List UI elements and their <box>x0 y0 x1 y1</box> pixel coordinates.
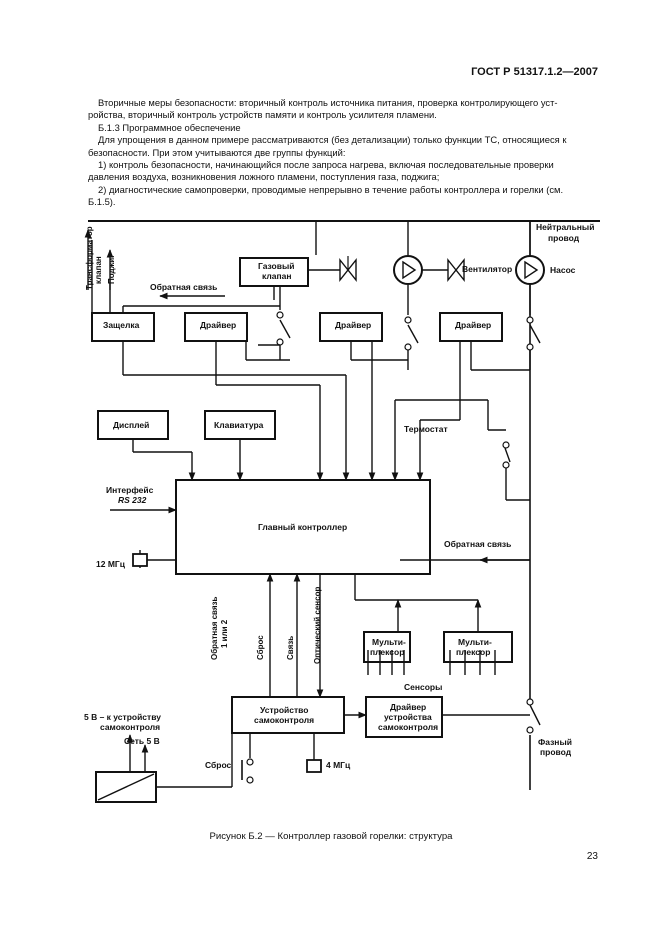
mux-box-2 <box>443 631 513 663</box>
gas-valve-label-1: Газовый <box>258 261 294 271</box>
crystal-4mhz-icon <box>306 759 322 773</box>
list-item-2: 2) диагностические самопроверки, проводи… <box>98 183 564 195</box>
driver-label-2: Драйвер <box>335 320 371 330</box>
mux2-label-2: плексор <box>456 647 490 657</box>
driver-box-3 <box>439 312 503 342</box>
transformer-label-2: клапан <box>94 256 103 284</box>
list-item-2-cont: Б.1.5). <box>88 196 116 208</box>
neutral-label-1: Нейтральный <box>536 222 594 232</box>
paragraph-secondary-measures-cont: ройства, вторичный контроль устройств па… <box>88 109 437 121</box>
section-heading: Б.1.3 Программное обеспечение <box>98 121 241 133</box>
phase-label-2: провод <box>540 747 572 757</box>
display-box <box>97 410 169 440</box>
mux1-label-1: Мульти- <box>372 637 406 647</box>
gas-valve-box <box>239 257 309 287</box>
vert-feedback-label: Обратная связь <box>210 597 219 660</box>
mux-box-1 <box>363 631 411 663</box>
paragraph-secondary-measures: Вторичные меры безопасности: вторичный к… <box>98 97 558 108</box>
crystal-12-label: 12 МГц <box>96 559 126 569</box>
figure-caption: Рисунок Б.2 — Контроллер газовой горелки… <box>209 831 453 842</box>
phase-label-1: Фазный <box>538 737 572 747</box>
vert-link-label: Связь <box>286 636 295 660</box>
document-id: ГОСТ Р 51317.1.2—2007 <box>471 66 598 78</box>
supply5v-label-2: самоконтроля <box>100 722 160 732</box>
latch-box <box>91 312 155 342</box>
body-text: Вторичные меры безопасности: вторичный к… <box>88 97 600 209</box>
display-label: Дисплей <box>113 420 149 430</box>
paragraph-simplification-cont: безопасности. При этом учитываются две г… <box>88 146 346 158</box>
mains5v-label: Сеть 5 В <box>124 736 160 746</box>
selfcheck-driver-label-1: Драйвер <box>390 702 426 712</box>
selfcheck-driver-label-3: самоконтроля <box>378 722 438 732</box>
interface-label-1: Интерфейс <box>106 485 154 495</box>
main-controller-label: Главный контроллер <box>258 522 347 532</box>
list-item-1: 1) контроль безопасности, начинающийся п… <box>98 159 554 171</box>
selfcheck-label-2: самоконтроля <box>254 715 314 725</box>
crystal-4-label: 4 МГц <box>326 760 351 770</box>
supply5v-label-1: 5 В – к устройству <box>84 712 161 722</box>
reset-label: Сброс <box>205 760 232 770</box>
keyboard-box <box>204 410 276 440</box>
pump-motor-icon <box>515 255 545 285</box>
driver-box-1 <box>184 312 248 342</box>
selfcheck-driver-box <box>365 696 443 738</box>
gas-valve-label-2: клапан <box>262 271 291 281</box>
paragraph-simplification: Для упрощения в данном примере рассматри… <box>98 134 567 146</box>
latch-label: Защелка <box>103 320 140 330</box>
sensors-label: Сенсоры <box>404 682 442 692</box>
feedback-label-1: Обратная связь <box>150 282 217 292</box>
interface-label-2: RS 232 <box>118 495 147 505</box>
valve-symbol-icon <box>339 258 357 282</box>
main-controller-box <box>175 479 431 575</box>
fan-motor-icon <box>393 255 423 285</box>
pump-label: Насос <box>550 265 576 275</box>
feedback-label-2: Обратная связь <box>444 539 511 549</box>
thermostat-label: Термостат <box>404 424 448 434</box>
ignition-label: Поджиг <box>107 254 116 284</box>
selfcheck-driver-label-2: устройства <box>384 712 432 722</box>
selfcheck-label-1: Устройство <box>260 705 308 715</box>
neutral-label-2: провод <box>548 233 580 243</box>
mux1-label-2: плексор <box>370 647 404 657</box>
keyboard-label: Клавиатура <box>214 420 264 430</box>
vert-optical-label: Оптический сенсор <box>313 587 322 664</box>
vert-reset-label: Сброс <box>256 635 265 660</box>
driver-box-2 <box>319 312 383 342</box>
mux2-label-1: Мульти- <box>458 637 492 647</box>
fan-label: Вентилятор <box>462 264 512 274</box>
crystal-12mhz-icon <box>132 553 148 567</box>
page-number: 23 <box>586 851 598 862</box>
driver-label-1: Драйвер <box>200 320 236 330</box>
transformer-label-1: Трансформатор <box>85 226 94 290</box>
vert-1or2-label: 1 или 2 <box>220 619 229 648</box>
driver-label-3: Драйвер <box>455 320 491 330</box>
fan-valve-icon <box>447 258 465 282</box>
list-item-1-cont: давления воздуха, возникновения ложного … <box>88 171 440 183</box>
